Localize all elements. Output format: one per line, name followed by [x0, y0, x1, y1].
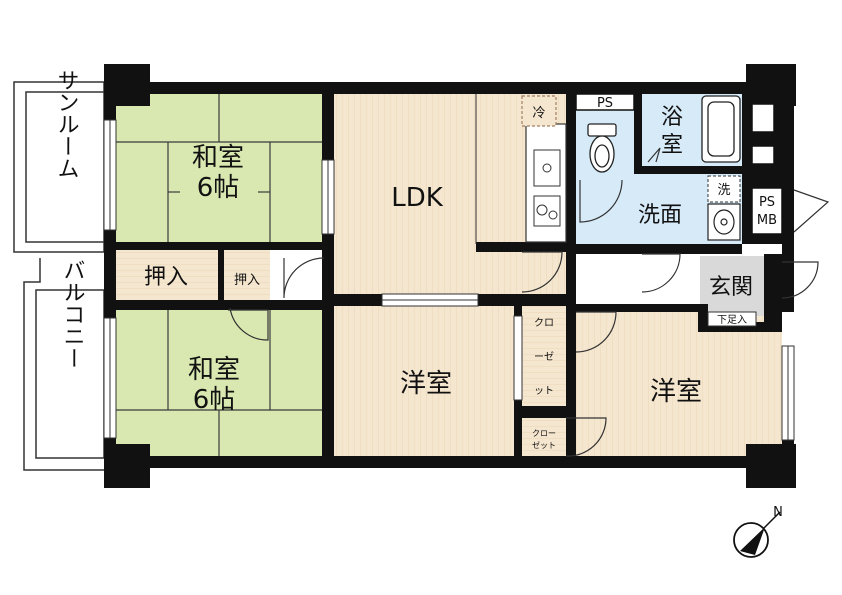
toilet-fixture — [587, 123, 617, 173]
washitsu-2-size: 6帖 — [193, 385, 236, 415]
senmen-label: 洗面 — [638, 203, 682, 228]
youshitsu-1-label: 洋室 — [400, 369, 452, 399]
sunroom-area — [13, 81, 105, 253]
closet-2-label-1: クロー — [532, 429, 556, 438]
youshitsu-1-floor — [334, 306, 514, 456]
svg-text:サンルーム: サンルーム — [54, 69, 79, 179]
genkan-floor — [700, 256, 764, 316]
balcony-area — [23, 258, 105, 471]
bath-label-1: 浴 — [661, 105, 683, 130]
oshiire-1-label: 押入 — [144, 265, 188, 290]
washitsu-1-size: 6帖 — [197, 173, 240, 203]
washing-machine-label: 洗 — [717, 183, 730, 198]
bath-label-2: 室 — [661, 133, 683, 158]
compass-icon — [733, 511, 781, 558]
oshiire-1-floor — [116, 250, 218, 300]
windows — [103, 119, 795, 441]
balcony-label: バルコニー — [60, 259, 85, 369]
ps-top-label: PS — [597, 96, 613, 111]
doors — [228, 179, 830, 457]
youshitsu-2-label: 洋室 — [650, 377, 702, 407]
kitchen-counter — [475, 94, 567, 244]
fridge-label: 冷 — [532, 106, 545, 121]
bath-door — [647, 147, 661, 163]
shitasokuire-label: 下足入 — [717, 314, 747, 326]
oshiire-2-floor — [224, 250, 270, 300]
closet-2-floor — [522, 418, 566, 456]
ps-mb-label-1: PS — [759, 195, 775, 210]
sunroom-label: サンルーム — [54, 69, 79, 179]
oshiire-2-label: 押入 — [234, 273, 260, 288]
svg-text:バルコニー: バルコニー — [60, 259, 85, 369]
closet-1-label-3: ット — [534, 386, 554, 397]
washitsu-1-name: 和室 — [192, 143, 244, 173]
north-label: N — [773, 505, 783, 520]
bathtub — [701, 95, 741, 163]
closet-1-floor — [522, 306, 566, 406]
wash-basin — [707, 203, 741, 241]
closet-2-label-2: ゼット — [532, 440, 556, 450]
ps-boxes — [575, 93, 783, 235]
ps-mb-label-2: MB — [757, 213, 777, 228]
genkan-label: 玄関 — [709, 275, 753, 300]
youshitsu-2-floor — [576, 312, 782, 456]
fridge-box — [521, 95, 557, 127]
closet-1-label-2: ーゼ — [534, 351, 554, 363]
washitsu-2-name: 和室 — [188, 355, 240, 385]
closet-1-label-1: クロ — [534, 317, 554, 329]
washing-machine-box — [707, 175, 741, 203]
ldk-label: LDK — [391, 183, 444, 213]
shitasokuire-box — [707, 311, 757, 327]
tatami-lines — [116, 94, 322, 456]
